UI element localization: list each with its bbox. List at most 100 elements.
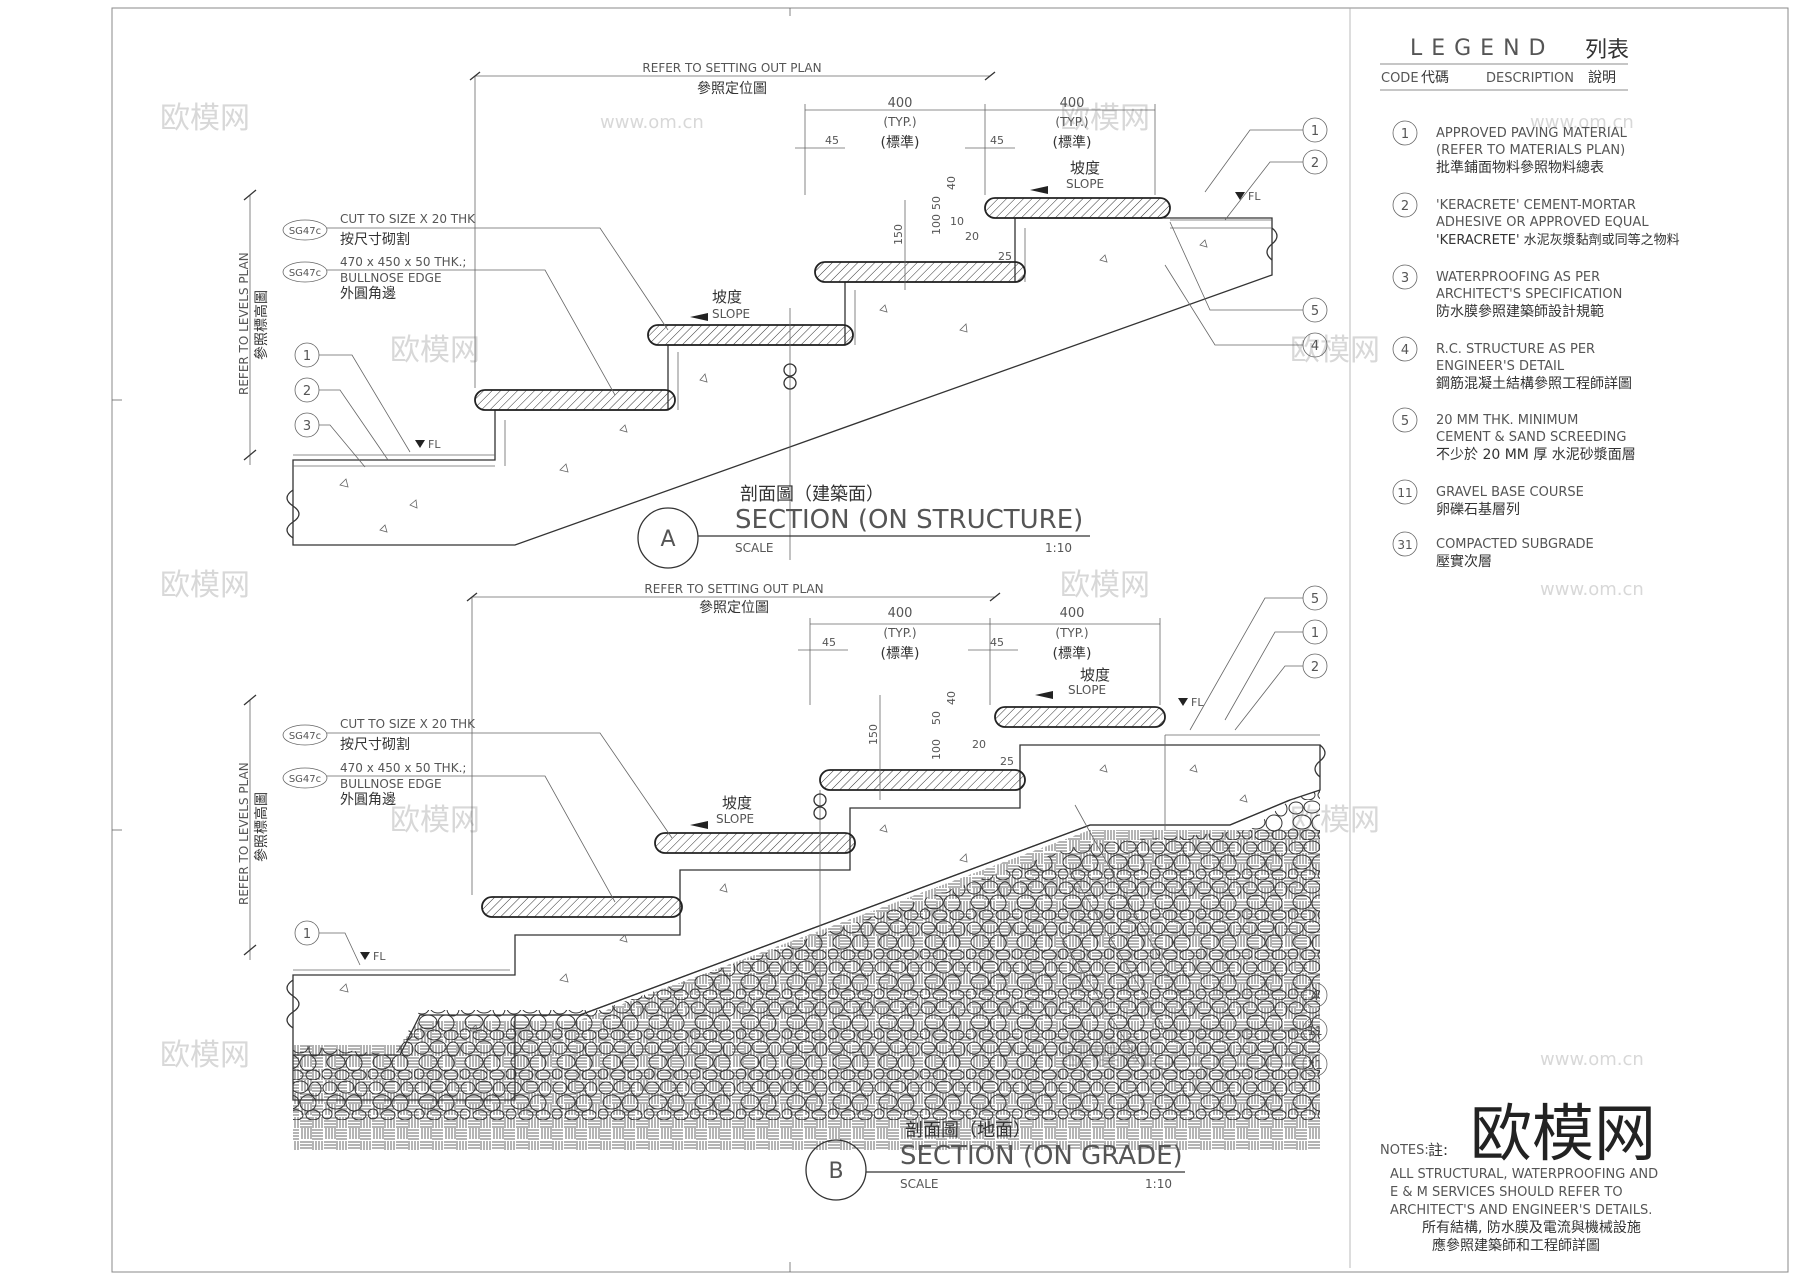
section-marker-circle	[637, 507, 699, 569]
legend-cn: 卵礫石基層列	[1436, 501, 1520, 518]
setting-out-cn: 參照定位圖	[699, 600, 769, 616]
dim-typ: (TYP.)	[1055, 626, 1088, 640]
legend-item-11: 11 GRAVEL BASE COURSE 卵礫石基層列	[1392, 479, 1584, 518]
callout-tag: 4	[1311, 989, 1319, 1004]
section-marker: B	[828, 1159, 843, 1184]
riser-screed	[504, 228, 1026, 466]
legend-line: R.C. STRUCTURE AS PER	[1436, 342, 1595, 357]
stair-tread	[647, 324, 854, 346]
callout-tag: 11	[1307, 1024, 1322, 1038]
levels-plan-cn: 參照標高圖	[253, 792, 270, 862]
legend-line: APPROVED PAVING MATERIAL	[1436, 126, 1628, 141]
legend-line: GRAVEL BASE COURSE	[1436, 485, 1584, 500]
section-marker-circle	[805, 1139, 867, 1201]
slope-arrow	[1030, 186, 1048, 194]
dim-10: 10	[950, 215, 964, 228]
stair-tread	[994, 706, 1166, 728]
slope-cn: 坡度	[1070, 159, 1100, 177]
dim-150: 150	[867, 724, 880, 745]
slope-arrow	[690, 313, 708, 321]
watermark-brand: 欧模网	[160, 1038, 250, 1073]
sg-cn: 按尺寸砌割	[340, 736, 410, 753]
dim-150: 150	[892, 224, 905, 245]
dim-typ: (TYP.)	[1055, 115, 1088, 129]
section-title-cn: 剖面圖（建築面）	[740, 484, 884, 505]
slope-arrow	[1035, 691, 1053, 699]
dim-typ: (TYP.)	[883, 115, 916, 129]
dim-45: 45	[822, 636, 836, 649]
setting-out-label: REFER TO SETTING OUT PLAN	[644, 582, 823, 596]
legend: L E G E N D 列表 CODE 代碼 DESCRIPTION 說明 1 …	[1380, 36, 1680, 570]
legend-line: COMPACTED SUBGRADE	[1436, 537, 1594, 552]
gravel-base-course	[293, 790, 1320, 1120]
dim-400: 400	[1060, 606, 1085, 621]
stair-tread	[814, 261, 1026, 283]
dim-45: 45	[825, 134, 839, 147]
legend-line: ARCHITECT'S SPECIFICATION	[1436, 287, 1622, 302]
fl-label: FL	[1248, 190, 1261, 203]
legend-cn: 防水膜參照建築師設計規範	[1436, 303, 1604, 320]
fl-marker	[1178, 698, 1188, 706]
stair-tread	[481, 896, 683, 918]
legend-line: WATERPROOFING AS PER	[1436, 270, 1600, 285]
dim-100: 100	[930, 214, 943, 235]
callout-tag: 5	[1311, 304, 1319, 319]
slope-cn: 坡度	[722, 794, 752, 812]
sg-text: CUT TO SIZE X 20 THK	[340, 717, 476, 731]
dim-50: 50	[930, 196, 943, 210]
brand-logo-text: 欧模网	[1470, 1097, 1656, 1170]
stair-tread	[984, 197, 1171, 219]
dim-400: 400	[888, 606, 913, 621]
legend-description-label: DESCRIPTION	[1486, 71, 1574, 86]
section-title-cn: 剖面圖（地面）	[905, 1120, 1031, 1141]
scale-value: 1:10	[1145, 1177, 1172, 1191]
watermark-brand: 欧模网	[160, 568, 250, 603]
slope-cn: 坡度	[1080, 666, 1110, 684]
section-b: FL FL 坡度 SLOPE 坡度 SLOPE REFER TO LEVELS …	[237, 582, 1328, 1201]
legend-cn: 鋼筋混凝土結構參照工程師詳圖	[1436, 375, 1632, 392]
fl-marker	[415, 440, 425, 448]
setting-out-cn: 參照定位圖	[697, 81, 767, 97]
legend-description-cn: 說明	[1588, 69, 1616, 86]
scale-value: 1:10	[1045, 541, 1072, 555]
section-a: FL FL 坡度 SLOPE 坡度 SLOPE REFER TO LEVELS …	[237, 61, 1328, 569]
watermark-brand: 欧模网	[1290, 333, 1380, 368]
legend-code: 4	[1401, 343, 1409, 358]
callout-tag: 31	[1307, 1058, 1322, 1072]
fl-label: FL	[373, 950, 386, 963]
dim-50: 50	[930, 711, 943, 725]
callout-tag: 1	[1311, 124, 1319, 139]
sg-cn: 按尺寸砌割	[340, 231, 410, 248]
grid-ticks	[112, 8, 791, 1272]
notes-label-cn: 註:	[1428, 1141, 1448, 1159]
stair-tread	[819, 769, 1026, 791]
legend-line: ENGINEER'S DETAIL	[1436, 359, 1565, 374]
slope-label: SLOPE	[1068, 683, 1106, 697]
sg-text: BULLNOSE EDGE	[340, 271, 442, 285]
callout-tag: 1	[303, 927, 311, 942]
concrete-structure	[292, 744, 1321, 1101]
legend-code: 5	[1401, 414, 1409, 429]
legend-code-cn: 代碼	[1421, 70, 1449, 86]
slope-arrow	[690, 821, 708, 829]
callout-tag: 5	[1311, 592, 1319, 607]
fl-marker	[1235, 192, 1245, 200]
dim-100: 100	[930, 739, 943, 760]
fl-label: FL	[1191, 696, 1204, 709]
notes-cn-line: 所有結構, 防水膜及電流與機械設施	[1422, 1220, 1641, 1236]
sg-cn: 外圓角邊	[340, 286, 396, 302]
notes-line: ALL STRUCTURAL, WATERPROOFING AND	[1390, 1167, 1658, 1182]
dim-400: 400	[888, 96, 913, 111]
sg-tag: SG47c	[289, 774, 321, 785]
notes-label: NOTES:	[1380, 1143, 1429, 1158]
fl-label: FL	[428, 438, 441, 451]
legend-line: CEMENT & SAND SCREEDING	[1436, 430, 1626, 445]
sg-text: CUT TO SIZE X 20 THK	[340, 212, 476, 226]
notes: NOTES: 註: ALL STRUCTURAL, WATERPROOFING …	[1380, 1141, 1658, 1254]
setting-out-label: REFER TO SETTING OUT PLAN	[642, 61, 821, 75]
legend-line: (REFER TO MATERIALS PLAN)	[1436, 143, 1625, 158]
legend-cn: 壓實次層	[1436, 553, 1492, 570]
scale-label: SCALE	[735, 541, 773, 555]
levels-plan-label: REFER TO LEVELS PLAN	[237, 252, 251, 395]
